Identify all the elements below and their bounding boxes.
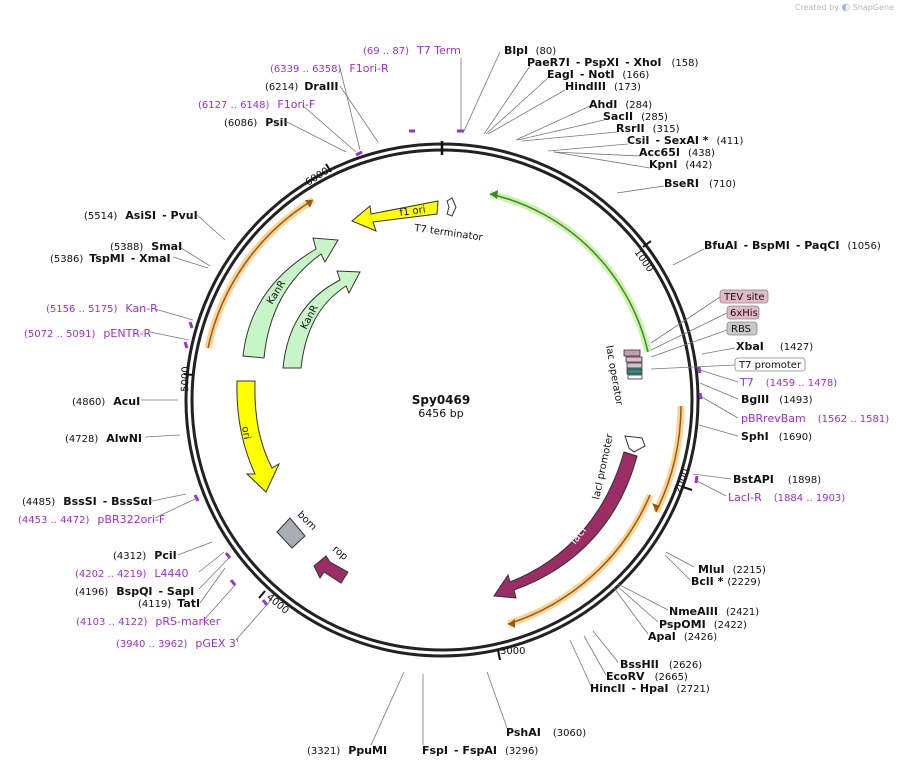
feature-rop: rop — [313, 544, 350, 584]
primer-pbr322ori-f: (4453 .. 4472)pBR322ori-F — [18, 513, 165, 526]
site-hindiii: HindIII(173) — [565, 80, 641, 93]
site-sacii: SacII(285) — [603, 110, 668, 123]
feature-kanr-inner: KanR — [282, 270, 361, 369]
site-ecorv: EcoRV(2665) — [606, 670, 688, 683]
site-pspomi: PspOMI(2422) — [659, 618, 747, 631]
site-hincii: HincII- HpaI(2721) — [590, 682, 710, 695]
site-paer7i: PaeR7I- PspXI- XhoI(158) — [527, 56, 698, 69]
primer-t7-term: (69 .. 87)T7 Term — [363, 44, 461, 57]
site-bspqi: (4196)BspQI- SapI — [75, 585, 194, 598]
tick-5000: 5000 — [180, 366, 192, 392]
site-sphi: SphI(1690) — [741, 430, 812, 443]
primer-l4440: (4202 .. 4219)L4440 — [75, 567, 189, 580]
site-asisi: (5514)AsiSI- PvuI — [84, 209, 198, 222]
f1-ori-label: f1 ori — [399, 204, 426, 219]
primer-pgex-3: (3940 .. 3962)pGEX 3' — [116, 637, 239, 650]
plasmid-name: Spy0469 — [412, 393, 470, 407]
plasmid-size: 6456 bp — [418, 407, 463, 420]
site-besshii: BssHII(2626) — [620, 658, 702, 671]
tick-6000: 6000 — [304, 166, 331, 189]
site-alwni: (4728)AlwNI — [65, 432, 142, 445]
rbs-label: RBS — [731, 324, 751, 335]
site-bglii: BglII(1493) — [741, 393, 813, 406]
site-smai: (5388)SmaI — [110, 240, 182, 253]
site-draiii: (6214)DraIII — [265, 80, 339, 93]
primer-pentr-r: (5072 .. 5091)pENTR-R — [24, 327, 151, 340]
tev-site-label: TEV site — [723, 292, 765, 303]
site-pcii: (4312)PciI — [113, 549, 177, 562]
site-bstapi: BstAPI(1898) — [733, 473, 821, 486]
site-psii: (6086)PsiI — [224, 116, 288, 129]
t7-promoter-tag: T7 promoter — [734, 357, 806, 372]
site-rsrii: RsrII(315) — [616, 122, 680, 135]
site-acc65i: Acc65I(438) — [639, 146, 715, 159]
feature-f1-ori: f1 ori — [351, 200, 439, 232]
site-tati: (4119)TatI — [138, 597, 200, 610]
site-ppumi: (3321)PpuMI — [307, 744, 387, 757]
primer-t7: T7(1459 .. 1478) — [739, 376, 837, 389]
feature-lac-operator: lac operator — [603, 345, 643, 407]
site-bfuai: BfuAI- BspMI- PaqCI(1056) — [704, 239, 881, 252]
tick-2000: 2000 — [673, 467, 693, 495]
rop-label: rop — [330, 544, 350, 563]
primer-f1ori-r: (6339 .. 6358)F1ori-R — [270, 62, 389, 75]
tick-3000: 3000 — [500, 646, 525, 657]
6xhis-label: 6xHis — [730, 308, 758, 319]
primer-kan-r: (5156 .. 5175)Kan-R — [46, 302, 158, 315]
site-tspmi: (5386)TspMI- XmaI — [50, 252, 171, 265]
site-fspi: FspI- FspAI(3296) — [422, 744, 538, 757]
site-csii: CsiI- SexAI *(411) — [627, 134, 744, 147]
primer-f1ori-f: (6127 .. 6148)F1ori-F — [198, 98, 315, 111]
rbs-tag: RBS — [726, 321, 758, 336]
site-xbai: XbaI(1427) — [736, 340, 813, 353]
created-by-label: Created by — [794, 3, 839, 12]
t7-promoter-label: T7 promoter — [738, 360, 802, 371]
snapgene-name: SnapGene — [852, 3, 894, 12]
primer-prs-marker: (4103 .. 4122)pRS-marker — [76, 615, 221, 628]
site-mlui: MluI(2215) — [698, 563, 766, 576]
tev-site-tag: TEV site — [719, 289, 769, 304]
site-acui: (4860)AcuI — [72, 395, 140, 408]
feature-bom: bom — [276, 509, 318, 549]
site-eagi: EagI- NotI(166) — [547, 68, 649, 81]
6xhis-tag: 6xHis — [726, 305, 760, 320]
site-kpni: KpnI(442) — [649, 158, 712, 171]
t7-terminator-label: T7 terminator — [413, 223, 485, 244]
snapgene-credit: Created by ◐ SnapGene — [795, 2, 894, 13]
site-apai: ApaI(2426) — [648, 630, 717, 643]
ori-label: ori — [239, 426, 252, 441]
site-bcli: BclI *(2229) — [691, 575, 761, 588]
snapgene-logo-icon: ◐ — [841, 2, 851, 13]
site-blpi: BlpI (80) — [504, 44, 556, 57]
feature-laci: lacI — [493, 451, 638, 599]
site-bsssi: (4485)BssSI- BssSαI — [22, 495, 152, 508]
site-bseri: BseRI(710) — [664, 177, 736, 190]
primer-laci-r: LacI-R(1884 .. 1903) — [728, 491, 845, 504]
lac-operator-label: lac operator — [603, 345, 625, 407]
site-nmeaiii: NmeAIII(2421) — [669, 605, 759, 618]
site-pshai: PshAI(3060) — [506, 726, 586, 739]
site-ahdi: AhdI(284) — [589, 98, 652, 111]
primer-pbrrevbam: pBRrevBam(1562 .. 1581) — [741, 412, 889, 425]
feature-ori: ori — [236, 380, 281, 493]
